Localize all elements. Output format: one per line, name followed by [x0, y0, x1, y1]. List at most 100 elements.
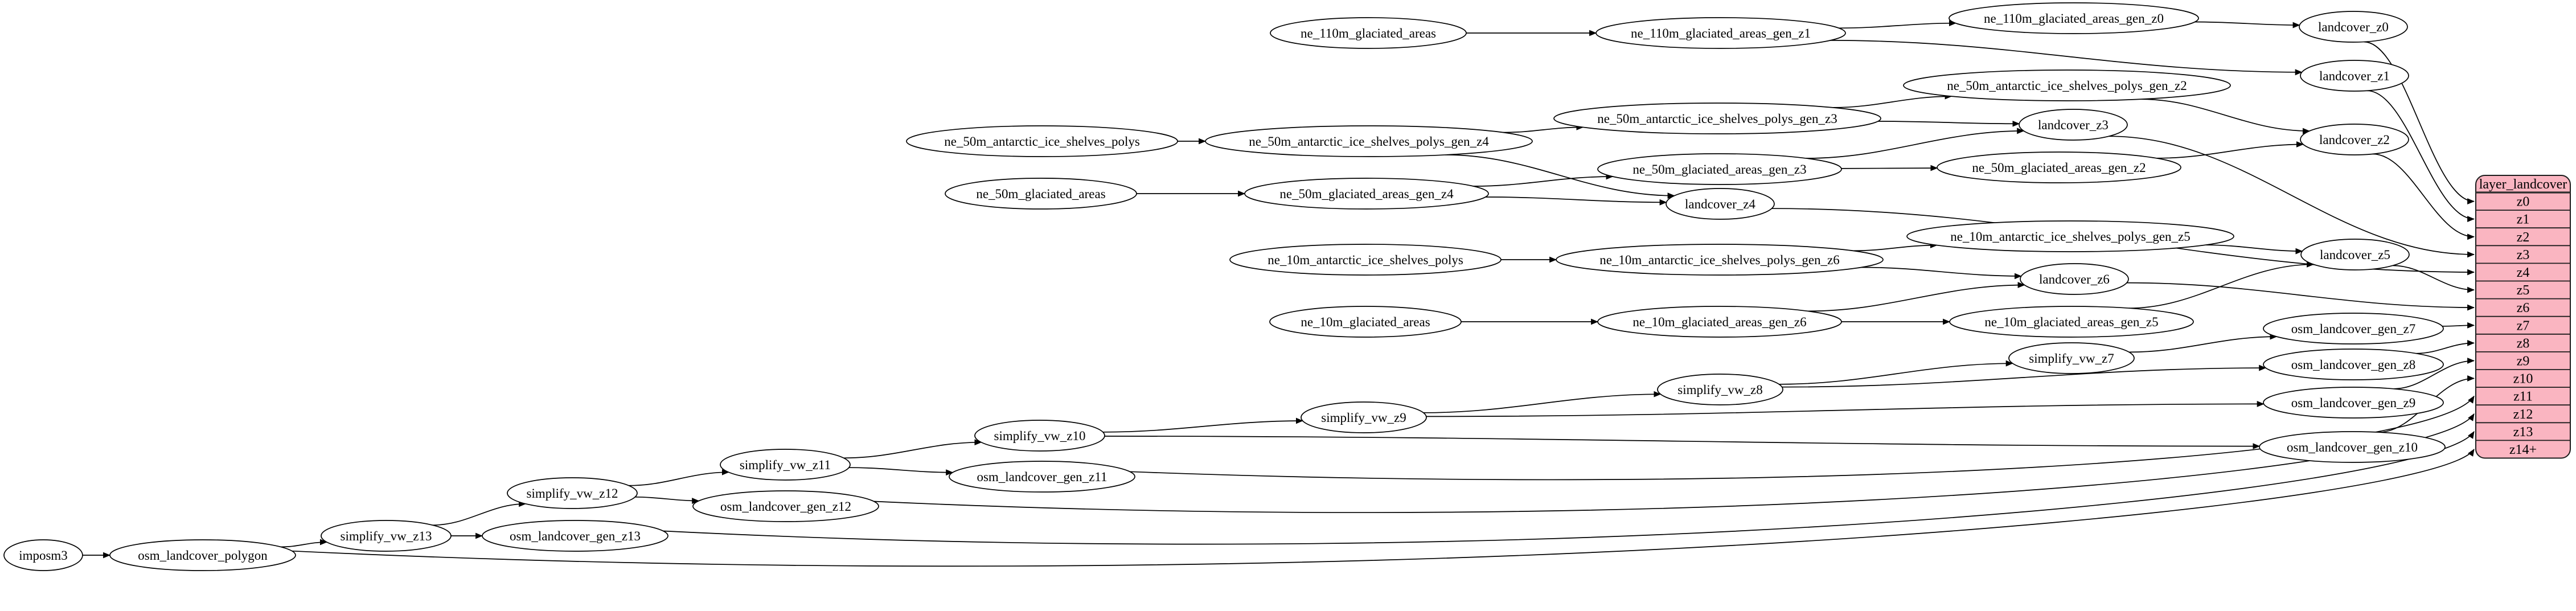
table-row-label-z12: z12	[2513, 407, 2533, 422]
edge-simplify_vw_z10-to-osm_landcover_gen_z10	[1104, 436, 2261, 450]
table-row-z7: z7	[2476, 315, 2570, 333]
node-ellipse-osm_landcover_gen_z8	[2263, 348, 2444, 380]
edge-landcover_z0-to-row-z0	[2364, 41, 2475, 204]
node-ellipse-ne_50m_glaciated_areas_gen_z3	[1597, 153, 1842, 185]
table-row-label-z8: z8	[2517, 336, 2530, 351]
node-ellipse-osm_landcover_gen_z11	[949, 461, 1135, 493]
node-ellipse-simplify_vw_z11	[720, 449, 851, 481]
node-ne_10m_antarctic_ice_shelves_polys_gen_z6: ne_10m_antarctic_ice_shelves_polys_gen_z…	[1556, 244, 1884, 276]
table-row-label-z6: z6	[2517, 301, 2530, 315]
edge-ne_50m_antarctic_ice_shelves_polys_gen_z4-to-landcover_z4	[1445, 154, 1675, 199]
node-ne_10m_glaciated_areas_gen_z5: ne_10m_glaciated_areas_gen_z5	[1949, 306, 2194, 338]
edge-landcover_z5-to-row-z5	[2393, 265, 2475, 293]
layer-landcover-table: layer_landcoverz0z1z2z3z4z5z6z7z8z9z10z1…	[2475, 175, 2571, 459]
table-row-z9: z9	[2476, 351, 2570, 368]
node-ellipse-osm_landcover_gen_z12	[692, 490, 879, 522]
node-ellipse-ne_50m_glaciated_areas_gen_z4	[1244, 178, 1489, 210]
node-ne_10m_glaciated_areas_gen_z6: ne_10m_glaciated_areas_gen_z6	[1597, 306, 1842, 338]
edge-ne_110m_glaciated_areas_gen_z1-to-landcover_z1	[1830, 40, 2303, 76]
node-ellipse-osm_landcover_gen_z10	[2259, 431, 2446, 463]
edge-landcover_z1-to-row-z1	[2367, 90, 2475, 222]
table-row-z3: z3	[2476, 245, 2570, 263]
node-ellipse-simplify_vw_z8	[1657, 374, 1783, 405]
node-ne_50m_glaciated_areas_gen_z2: ne_50m_glaciated_areas_gen_z2	[1937, 151, 2181, 183]
node-simplify_vw_z13: simplify_vw_z13	[321, 520, 452, 552]
edge-osm_landcover_gen_z12-to-row-z12	[873, 413, 2475, 513]
node-ne_50m_glaciated_areas_gen_z3: ne_50m_glaciated_areas_gen_z3	[1597, 153, 1842, 185]
node-landcover_z6: landcover_z6	[2020, 263, 2129, 295]
node-ellipse-ne_110m_glaciated_areas_gen_z0	[1949, 2, 2199, 34]
edge-simplify_vw_z9-to-simplify_vw_z8	[1423, 391, 1662, 413]
node-ne_110m_glaciated_areas: ne_110m_glaciated_areas	[1270, 17, 1467, 49]
edge-ne_10m_antarctic_ice_shelves_polys_gen_z6-to-ne_10m_antarctic_ice_shelves_polys_gen_z5	[1853, 242, 1938, 252]
table-row-label-z11: z11	[2513, 389, 2533, 404]
edge-osm_landcover_gen_z7-to-row-z7	[2442, 322, 2475, 329]
edge-simplify_vw_z13-to-simplify_vw_z12	[432, 501, 527, 526]
edge-ne_50m_antarctic_ice_shelves_polys_gen_z3-to-landcover_z3	[1878, 120, 2020, 127]
node-ellipse-landcover_z4	[1666, 188, 1775, 220]
table-row-label-z0: z0	[2517, 195, 2530, 210]
node-ellipse-ne_10m_antarctic_ice_shelves_polys_gen_z5	[1906, 220, 2234, 252]
edge-ne_50m_glaciated_areas_gen_z4-to-ne_50m_glaciated_areas_gen_z3	[1473, 173, 1614, 187]
node-landcover_z2: landcover_z2	[2300, 124, 2409, 155]
node-simplify_vw_z9: simplify_vw_z9	[1301, 401, 1427, 433]
node-landcover_z0: landcover_z0	[2299, 11, 2408, 43]
edge-simplify_vw_z12-to-simplify_vw_z11	[629, 469, 729, 486]
table-row-z8: z8	[2476, 333, 2570, 351]
table-row-z6: z6	[2476, 298, 2570, 315]
edge-landcover_z2-to-row-z2	[2372, 153, 2475, 240]
edge-simplify_vw_z11-to-simplify_vw_z10	[843, 439, 982, 459]
edge-osm_landcover_gen_z13-to-row-z13	[663, 430, 2475, 545]
table-row-z0: z0	[2517, 195, 2530, 210]
table-row-label-z10: z10	[2513, 372, 2533, 387]
edge-simplify_vw_z9-to-osm_landcover_gen_z9	[1426, 400, 2265, 417]
edge-osm_landcover_gen_z9-to-row-z9	[2393, 358, 2475, 389]
edge-simplify_vw_z12-to-osm_landcover_gen_z12	[635, 496, 700, 505]
node-ne_110m_glaciated_areas_gen_z1: ne_110m_glaciated_areas_gen_z1	[1595, 17, 1846, 49]
node-ne_110m_glaciated_areas_gen_z0: ne_110m_glaciated_areas_gen_z0	[1949, 2, 2199, 34]
node-landcover_z3: landcover_z3	[2019, 109, 2128, 141]
node-ne_50m_glaciated_areas_gen_z4: ne_50m_glaciated_areas_gen_z4	[1244, 178, 1489, 210]
table-row-label-z9: z9	[2517, 354, 2530, 368]
table-row-z5: z5	[2476, 280, 2570, 298]
table-row-label-z2: z2	[2517, 230, 2530, 245]
node-landcover_z4: landcover_z4	[1666, 188, 1775, 220]
node-ellipse-ne_10m_antarctic_ice_shelves_polys_gen_z6	[1556, 244, 1884, 276]
edge-osm_landcover_gen_z8-to-row-z8	[2416, 339, 2475, 354]
node-ellipse-osm_landcover_gen_z13	[482, 520, 668, 552]
node-ellipse-simplify_vw_z12	[507, 477, 638, 509]
edge-ne_110m_glaciated_areas_gen_z1-to-ne_110m_glaciated_areas_gen_z0	[1839, 20, 1956, 29]
node-ellipse-landcover_z2	[2300, 124, 2409, 155]
edge-ne_10m_antarctic_ice_shelves_polys_gen_z5-to-landcover_z5	[2205, 244, 2303, 255]
edge-simplify_vw_z7-to-osm_landcover_gen_z7	[2129, 333, 2278, 353]
edge-simplify_vw_z8-to-simplify_vw_z7	[1779, 360, 2013, 385]
table-row-label-z1: z1	[2517, 212, 2530, 227]
node-ellipse-ne_50m_antarctic_ice_shelves_polys	[906, 125, 1178, 157]
node-ne_50m_antarctic_ice_shelves_polys_gen_z4: ne_50m_antarctic_ice_shelves_polys_gen_z…	[1205, 125, 1533, 157]
node-ellipse-landcover_z5	[2300, 239, 2410, 270]
node-osm_landcover_polygon: osm_landcover_polygon	[109, 539, 296, 571]
node-ellipse-landcover_z0	[2299, 11, 2408, 43]
table-row-z2: z2	[2476, 227, 2570, 245]
table-row-label-z14+: z14+	[2509, 442, 2537, 457]
edge-simplify_vw_z11-to-osm_landcover_gen_z11	[848, 467, 954, 476]
node-ne_50m_antarctic_ice_shelves_polys: ne_50m_antarctic_ice_shelves_polys	[906, 125, 1178, 157]
node-osm_landcover_gen_z11: osm_landcover_gen_z11	[949, 461, 1135, 493]
edge-ne_10m_glaciated_areas_gen_z6-to-landcover_z6	[1807, 282, 2025, 312]
node-ellipse-ne_10m_glaciated_areas_gen_z6	[1597, 306, 1842, 338]
edge-osm_landcover_polygon-to-row-z14+	[292, 449, 2475, 567]
node-ellipse-simplify_vw_z7	[2008, 342, 2135, 374]
node-ellipse-ne_10m_glaciated_areas_gen_z5	[1949, 306, 2194, 338]
node-simplify_vw_z12: simplify_vw_z12	[507, 477, 638, 509]
node-ellipse-imposm3	[3, 539, 83, 571]
table-row-z4: z4	[2476, 263, 2570, 280]
node-osm_landcover_gen_z9: osm_landcover_gen_z9	[2263, 387, 2444, 419]
node-ellipse-osm_landcover_gen_z9	[2263, 387, 2444, 419]
node-simplify_vw_z10: simplify_vw_z10	[974, 420, 1105, 452]
edge-landcover_z6-to-row-z6	[2127, 282, 2475, 311]
node-ellipse-ne_110m_glaciated_areas_gen_z1	[1595, 17, 1846, 49]
edge-ne_50m_glaciated_areas_gen_z3-to-landcover_z3	[1806, 128, 2025, 159]
node-ne_50m_antarctic_ice_shelves_polys_gen_z3: ne_50m_antarctic_ice_shelves_polys_gen_z…	[1553, 102, 1881, 134]
edge-ne_10m_glaciated_areas_gen_z5-to-landcover_z5	[2128, 261, 2315, 309]
